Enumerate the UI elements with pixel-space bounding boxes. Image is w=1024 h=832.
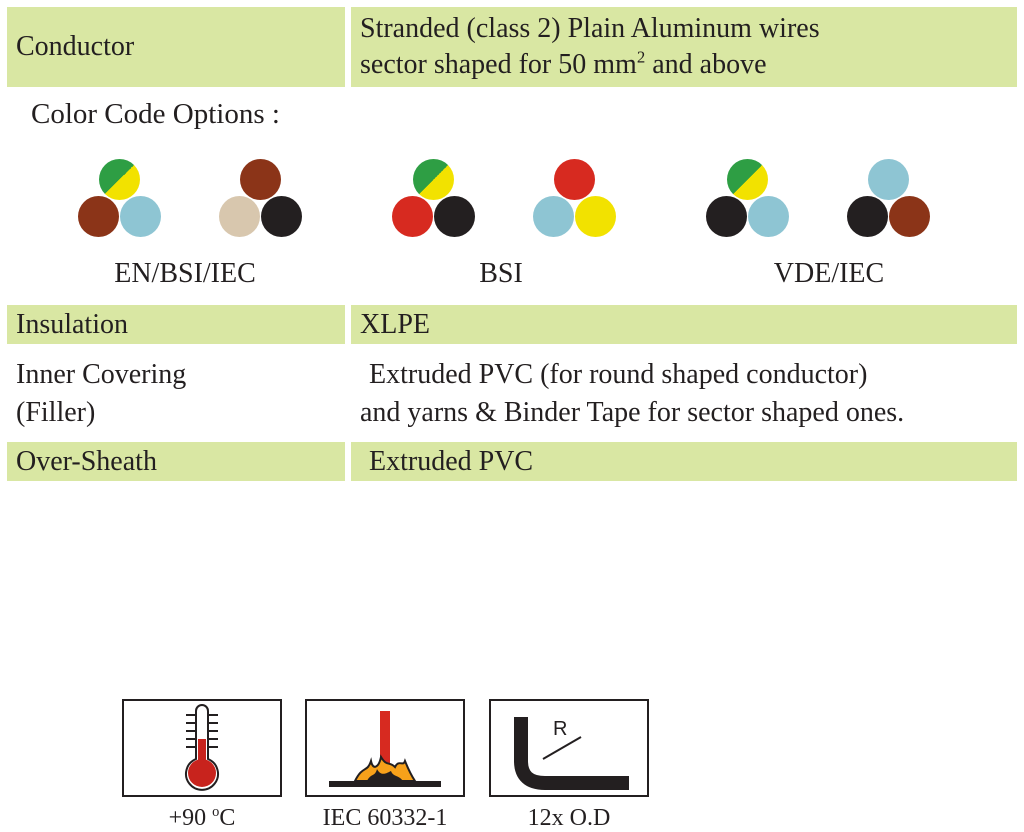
dot-light-blue — [120, 196, 161, 237]
dot-light-blue — [748, 196, 789, 237]
temperature-unit: C — [219, 805, 236, 831]
inner-covering-label-line2: (Filler) — [16, 397, 96, 428]
dot-black — [434, 196, 475, 237]
degree-superscript: o — [212, 804, 220, 820]
thermometer-icon-box — [122, 699, 282, 797]
flame-test-standard-label: IEC 60332-1 — [322, 805, 448, 831]
radius-symbol: R — [553, 718, 567, 740]
conductor-value-line2-text: sector shaped for 50 mm — [360, 49, 637, 80]
conductor-label-cell: Conductor — [7, 7, 345, 87]
conductor-label: Conductor — [16, 31, 135, 62]
dot-black — [261, 196, 302, 237]
bending-radius-icon-box: R — [489, 699, 649, 797]
over-sheath-label: Over-Sheath — [16, 445, 157, 477]
inner-covering-value-line1: Extruded PVC (for round shaped conductor… — [369, 359, 868, 390]
flame-test-icon-box — [305, 699, 465, 797]
flame-test-icon — [329, 711, 441, 787]
inner-covering-value-line2: and yarns & Binder Tape for sector shape… — [360, 397, 905, 428]
over-sheath-value-cell: Extruded PVC — [351, 442, 1017, 481]
dot-green-yellow — [727, 159, 768, 200]
dot-beige — [219, 196, 260, 237]
insulation-value: XLPE — [360, 308, 430, 340]
dot-red — [392, 196, 433, 237]
bending-radius-icon: R — [514, 717, 629, 790]
over-sheath-value: Extruded PVC — [369, 445, 534, 477]
dot-green-yellow — [99, 159, 140, 200]
dot-brown — [78, 196, 119, 237]
insulation-label-cell: Insulation — [7, 305, 345, 344]
insulation-label: Insulation — [16, 308, 128, 340]
dot-red — [554, 159, 595, 200]
dot-green-yellow — [413, 159, 454, 200]
dot-yellow — [575, 196, 616, 237]
conductor-value-line2-end: and above — [645, 49, 767, 80]
group-label-bsi: BSI — [479, 258, 523, 289]
group-label-en-bsi-iec: EN/BSI/IEC — [114, 258, 256, 289]
conductor-value-superscript: 2 — [636, 47, 646, 67]
thermometer-icon — [185, 704, 219, 791]
group-label-vde-iec: VDE/IEC — [773, 258, 885, 289]
insulation-value-cell: XLPE — [351, 305, 1017, 344]
temperature-value: +90 — [168, 805, 213, 831]
temperature-rating-label: +90 oC — [122, 804, 282, 832]
conductor-value-line2: sector shaped for 50 mm2 and above — [360, 47, 1017, 83]
inner-covering-label: Inner Covering (Filler) — [16, 356, 186, 432]
dot-brown — [240, 159, 281, 200]
bending-radius-label: 12x O.D — [527, 805, 611, 831]
conductor-value-cell: Stranded (class 2) Plain Aluminum wires … — [351, 7, 1017, 87]
dot-black — [847, 196, 888, 237]
dot-light-blue — [533, 196, 574, 237]
dot-black — [706, 196, 747, 237]
conductor-value-line1: Stranded (class 2) Plain Aluminum wires — [360, 13, 820, 44]
inner-covering-label-line1: Inner Covering — [16, 359, 187, 390]
dot-brown — [889, 196, 930, 237]
inner-covering-value: Extruded PVC (for round shaped conductor… — [360, 356, 904, 432]
over-sheath-label-cell: Over-Sheath — [7, 442, 345, 481]
color-code-heading: Color Code Options : — [31, 98, 280, 130]
dot-light-blue — [868, 159, 909, 200]
